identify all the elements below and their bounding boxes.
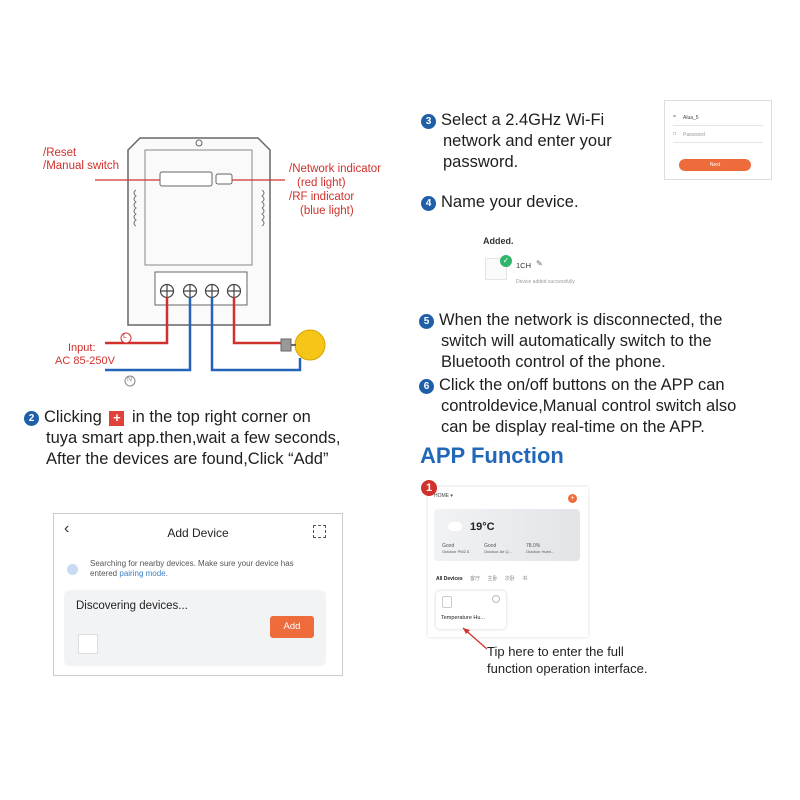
step4-number-icon: 4 <box>421 196 436 211</box>
search-text: Searching for nearby devices. Make sure … <box>90 559 294 578</box>
tab-all-devices[interactable]: All Devices <box>436 576 463 582</box>
wifi-ssid: Alua_5 <box>683 115 699 121</box>
neutral-wire-out <box>210 297 302 372</box>
live-symbol-circle <box>120 332 132 344</box>
wifi-screen: ≈ Alua_5 □ Password Next <box>664 100 772 180</box>
live-symbol: L <box>123 333 127 340</box>
device-name: 1CH <box>516 261 532 270</box>
step3-number-icon: 3 <box>421 114 436 129</box>
inner-panel <box>144 149 253 266</box>
step2-number-icon: 2 <box>24 411 39 426</box>
device-card-name: Temperature Hu... <box>441 615 486 621</box>
neutral-symbol-circle <box>124 375 136 387</box>
home-selector[interactable]: HOME ▾ <box>434 493 453 499</box>
add-device-screen: ‹ Add Device Searching for nearby device… <box>53 513 343 676</box>
device-card-icon <box>442 596 452 608</box>
live-wire-out <box>232 297 282 345</box>
added-title: Added. <box>483 236 514 246</box>
pointer-arrow <box>462 627 488 650</box>
network-indicator-color: (red light) <box>297 177 346 189</box>
plus-icon: + <box>109 411 125 426</box>
input-voltage: AC 85-250V <box>55 355 115 367</box>
step2-part2: in the top right corner on <box>131 408 311 426</box>
added-status: Device added successfully <box>516 279 575 285</box>
step2-part1: Clicking <box>44 408 102 426</box>
pairing-mode-link[interactable]: pairing mode <box>119 569 166 578</box>
mount-hole <box>195 139 203 147</box>
device-card[interactable]: Temperature Hu... <box>436 591 506 629</box>
next-button[interactable]: Next <box>679 159 751 171</box>
device-card-settings-icon[interactable] <box>492 595 500 603</box>
network-led <box>215 173 233 185</box>
tip-text: Tip here to enter the full function oper… <box>487 644 648 676</box>
light-bulb-icon <box>280 329 326 361</box>
reset-button[interactable] <box>159 171 213 187</box>
scan-icon[interactable] <box>313 525 326 538</box>
wifi-icon: ≈ <box>673 114 677 120</box>
back-chevron-icon[interactable]: ‹ <box>64 520 70 537</box>
cloud-icon <box>448 522 462 531</box>
tab-room-3[interactable]: 次卧 <box>504 576 515 582</box>
app-function-heading: APP Function <box>420 443 564 468</box>
rf-indicator-color: (blue light) <box>300 205 354 217</box>
rf-indicator-label: /RF indicator <box>289 191 355 203</box>
step5-number-icon: 5 <box>419 314 434 329</box>
tab-room-2[interactable]: 主卧 <box>487 576 498 582</box>
password-field[interactable]: Password <box>683 132 705 138</box>
relay-diagram <box>95 137 326 387</box>
searching-spinner-icon <box>67 564 78 575</box>
left-grip <box>133 189 137 227</box>
added-screen: Added. ✓ 1CH ✎ Device added successfully <box>478 230 618 292</box>
add-device-title: Add Device <box>167 526 229 540</box>
room-tabs: All Devices 客厅 主卧 次卧 书 <box>436 575 527 582</box>
discovering-label: Discovering devices... <box>76 600 188 612</box>
lock-icon: □ <box>673 131 677 137</box>
discover-panel: Discovering devices... Add <box>64 590 326 666</box>
step6-number-icon: 6 <box>419 379 434 394</box>
add-button[interactable]: Add <box>270 616 314 638</box>
tab-room-4[interactable]: 书 <box>522 576 528 582</box>
step2-text: 2 Clicking + in the top right corner on t… <box>24 407 404 470</box>
step2-line3: After the devices are found,Click “Add” <box>46 450 329 468</box>
edit-pencil-icon[interactable]: ✎ <box>536 259 543 268</box>
manual-switch-label: /Manual switch <box>43 160 120 172</box>
input-label: Input: <box>68 342 96 354</box>
add-plus-icon[interactable]: + <box>568 494 577 503</box>
temperature: 19°C <box>470 521 495 533</box>
device-thumb-icon <box>78 634 98 654</box>
weather-item-3: 78.0%Outdoor Humi... <box>526 543 555 554</box>
tab-room-1[interactable]: 客厅 <box>470 576 481 582</box>
neutral-symbol: N <box>127 376 133 383</box>
check-icon: ✓ <box>500 255 512 267</box>
neutral-wire-in <box>105 297 192 372</box>
right-grip <box>261 189 265 227</box>
network-indicator-label: /Network indicator <box>289 163 382 175</box>
reset-label: /Reset <box>43 147 77 159</box>
step2-line2: tuya smart app.then,wait a few seconds, <box>46 429 341 447</box>
step1-badge: 1 <box>421 480 437 496</box>
